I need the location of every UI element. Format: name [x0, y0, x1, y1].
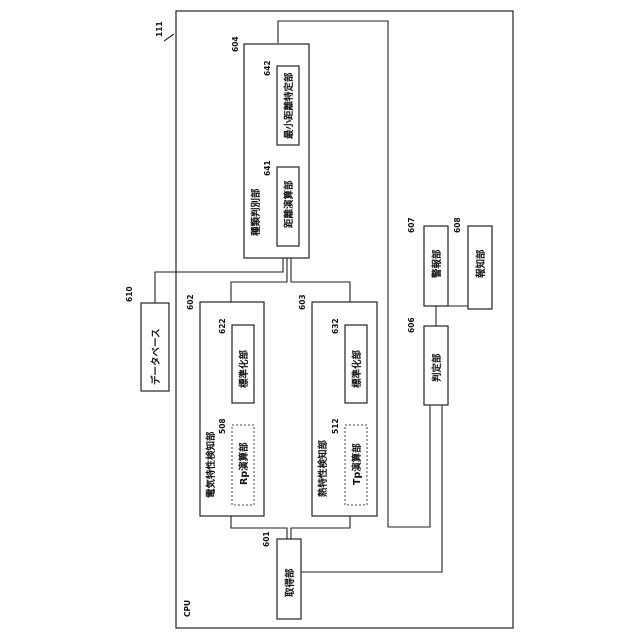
distance-calc-label: 距離演算部	[283, 180, 295, 228]
tp-calc-label: Tp演算部	[351, 443, 363, 485]
acquisition-number: 601	[262, 531, 271, 547]
min-distance-number: 642	[263, 60, 272, 76]
notification-label: 報知部	[475, 249, 487, 278]
database-label: データベース	[150, 328, 162, 385]
type-determination-label: 種類判別部	[250, 188, 262, 236]
tp-calc-number: 512	[331, 418, 340, 434]
acquisition-label: 取得部	[284, 568, 296, 597]
rp-calc-label: Rp演算部	[238, 442, 250, 485]
thermal-normalize-label: 標準化部	[351, 349, 363, 388]
min-distance-label: 最小距離特定部	[283, 72, 295, 139]
electrical-normalize-number: 622	[218, 318, 227, 334]
judgment-number: 606	[407, 317, 416, 333]
electrical-detection-label: 電気特性検知部	[205, 431, 217, 498]
database-block: データベース 610	[125, 286, 169, 391]
cpu-frame-label: CPU	[183, 600, 192, 617]
electrical-normalize-label: 標準化部	[238, 349, 250, 388]
electrical-detection-number: 602	[186, 294, 195, 310]
alarm-number: 607	[407, 217, 416, 233]
rp-calc-number: 508	[218, 418, 227, 434]
thermal-normalize-number: 632	[331, 318, 340, 334]
cpu-frame-number: 111	[155, 21, 164, 37]
distance-calc-number: 641	[263, 160, 272, 176]
thermal-detection-number: 603	[298, 294, 307, 310]
alarm-label: 警報部	[431, 249, 443, 278]
type-determination-number: 604	[231, 36, 240, 52]
notification-number: 608	[453, 217, 462, 233]
database-number: 610	[125, 286, 134, 302]
thermal-detection-label: 熱特性検知部	[317, 439, 329, 497]
judgment-label: 判定部	[431, 353, 443, 382]
